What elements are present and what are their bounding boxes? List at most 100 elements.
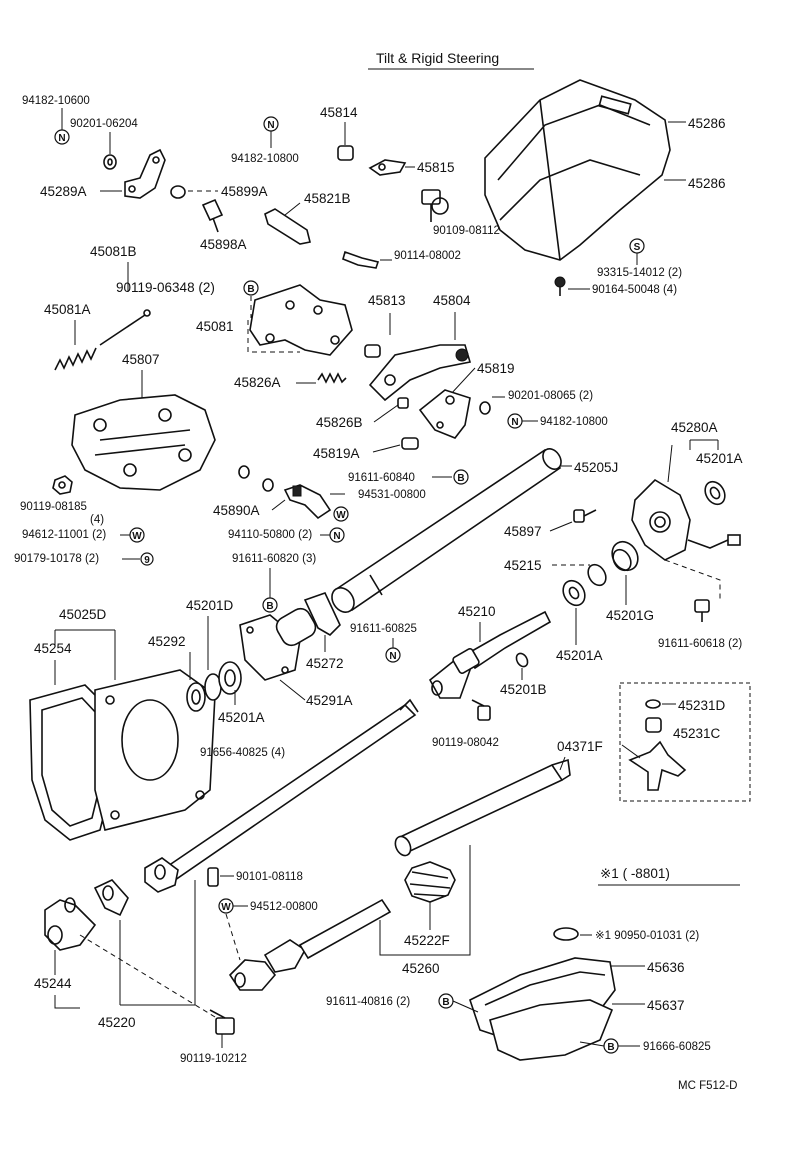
callout-45291A: 45291A <box>306 693 353 708</box>
callout-45814: 45814 <box>320 105 358 120</box>
lock-housing-45280A <box>631 478 741 561</box>
callout-45260: 45260 <box>402 961 440 976</box>
callout-94182-10800-a: 94182-10800 <box>231 153 299 165</box>
variant-note: ※1 ( -8801) <box>600 866 670 881</box>
callout-90119-08185: 90119-08185 <box>20 501 87 513</box>
callout-45899A: 45899A <box>221 184 268 199</box>
bushing-part-45814 <box>337 145 354 161</box>
callout-90119-08185-qty: (4) <box>90 514 104 526</box>
callout-90101-08118: 90101-08118 <box>236 871 303 883</box>
ring-part-45231D <box>645 699 661 709</box>
ujoint-part-45210 <box>428 610 552 699</box>
callout-04371F: 04371F <box>557 739 603 754</box>
callout-45898A: 45898A <box>200 237 247 252</box>
callout-90119-06348: 90119-06348 (2) <box>116 280 215 295</box>
nut-part <box>52 475 73 495</box>
svg-text:B: B <box>607 1042 614 1053</box>
nut-symbol: N <box>54 129 70 145</box>
shaft-part-45260 <box>298 898 392 960</box>
callout-90201-08065: 90201-08065 (2) <box>508 390 593 402</box>
callout-91611-60825: 91611-60825 <box>350 623 417 635</box>
callout-45286-b: 45286 <box>688 176 726 191</box>
callout-45254: 45254 <box>34 641 72 656</box>
bushing-part-45813 <box>364 344 381 358</box>
ring-part-45215 <box>587 563 607 587</box>
callout-90119-10212: 90119-10212 <box>180 1053 247 1065</box>
plate-part-45819 <box>418 389 471 439</box>
washer-symbol: W <box>218 898 234 914</box>
inset-box <box>619 682 751 802</box>
callout-45272: 45272 <box>306 656 344 671</box>
lever-part-45804 <box>368 344 472 402</box>
callout-94182-10600: 94182-10600 <box>22 95 90 107</box>
callout-45292: 45292 <box>148 634 186 649</box>
bracket-part-45081 <box>249 284 353 356</box>
callout-45804: 45804 <box>433 293 471 308</box>
ujoint-lower <box>228 939 307 991</box>
callout-91611-60840: 91611-60840 <box>348 472 415 484</box>
svg-text:W: W <box>132 531 142 542</box>
callout-45222F: 45222F <box>404 933 450 948</box>
washer-part <box>479 401 491 415</box>
bearing-part-45201A-b <box>218 661 242 695</box>
bolt-part-90119-10212 <box>209 1009 235 1035</box>
callout-45244: 45244 <box>34 976 72 991</box>
callout-94531-00800: 94531-00800 <box>358 489 426 501</box>
callout-45201A-b: 45201A <box>218 710 265 725</box>
nut-symbol-9: 9 <box>140 552 154 566</box>
spider-part <box>628 740 687 791</box>
pin-part-45819A <box>401 437 419 450</box>
spring-part-45081A <box>54 347 97 371</box>
housing-part-45807 <box>71 394 216 491</box>
bolt-symbol: B <box>438 993 454 1009</box>
washer-symbol: W <box>129 527 145 543</box>
bearing-part-45201A <box>704 480 726 506</box>
callout-45215: 45215 <box>504 558 542 573</box>
callout-45220: 45220 <box>98 1015 136 1030</box>
callout-45289A: 45289A <box>40 184 87 199</box>
callout-90109-08112: 90109-08112 <box>433 225 500 237</box>
callout-45231C: 45231C <box>673 726 721 741</box>
callout-45819: 45819 <box>477 361 515 376</box>
callout-94182-10800-b: 94182-10800 <box>540 416 608 428</box>
bolt-part-45826B <box>397 397 409 409</box>
callout-94612-11001: 94612-11001 (2) <box>22 529 106 541</box>
flange-part-45291A <box>239 607 317 681</box>
link-part-45815 <box>368 159 407 176</box>
callout-45201A-c: 45201A <box>556 648 603 663</box>
callout-90179-10178: 90179-10178 (2) <box>14 553 99 565</box>
bolt-part-45898A <box>201 198 224 233</box>
callout-45826B: 45826B <box>316 415 363 430</box>
callout-91666-60825: 91666-60825 <box>643 1041 711 1053</box>
svg-text:B: B <box>247 284 254 295</box>
callout-94110-50800: 94110-50800 (2) <box>228 529 312 541</box>
svg-text:B: B <box>266 601 273 612</box>
bushing-part-45899A <box>170 185 186 199</box>
washer-part <box>262 478 274 492</box>
nut-symbol: N <box>385 647 401 663</box>
callout-94512-00800: 94512-00800 <box>250 901 318 913</box>
svg-text:W: W <box>336 510 346 521</box>
boot-part-45222F <box>404 861 456 903</box>
callout-91611-40816: 91611-40816 (2) <box>326 996 410 1008</box>
svg-text:9: 9 <box>144 555 150 566</box>
svg-text:N: N <box>389 651 396 662</box>
callout-45636: 45636 <box>647 960 685 975</box>
washer-part <box>103 154 117 170</box>
plug-part-90950 <box>553 927 579 941</box>
callout-45205J: 45205J <box>574 460 618 475</box>
screw-part-90101-08118 <box>207 867 219 887</box>
ujoint-part-45220 <box>93 857 179 917</box>
callout-45819A: 45819A <box>313 446 360 461</box>
screw-part <box>554 276 566 296</box>
callout-45231D: 45231D <box>678 698 726 713</box>
svg-text:N: N <box>267 120 274 131</box>
callout-45890A: 45890A <box>213 503 260 518</box>
nut-symbol: N <box>263 116 279 132</box>
bolt-symbol: B <box>603 1038 619 1054</box>
svg-text:S: S <box>634 242 641 253</box>
svg-text:N: N <box>511 417 518 428</box>
washer-part <box>238 465 250 479</box>
callout-45201D: 45201D <box>186 598 234 613</box>
